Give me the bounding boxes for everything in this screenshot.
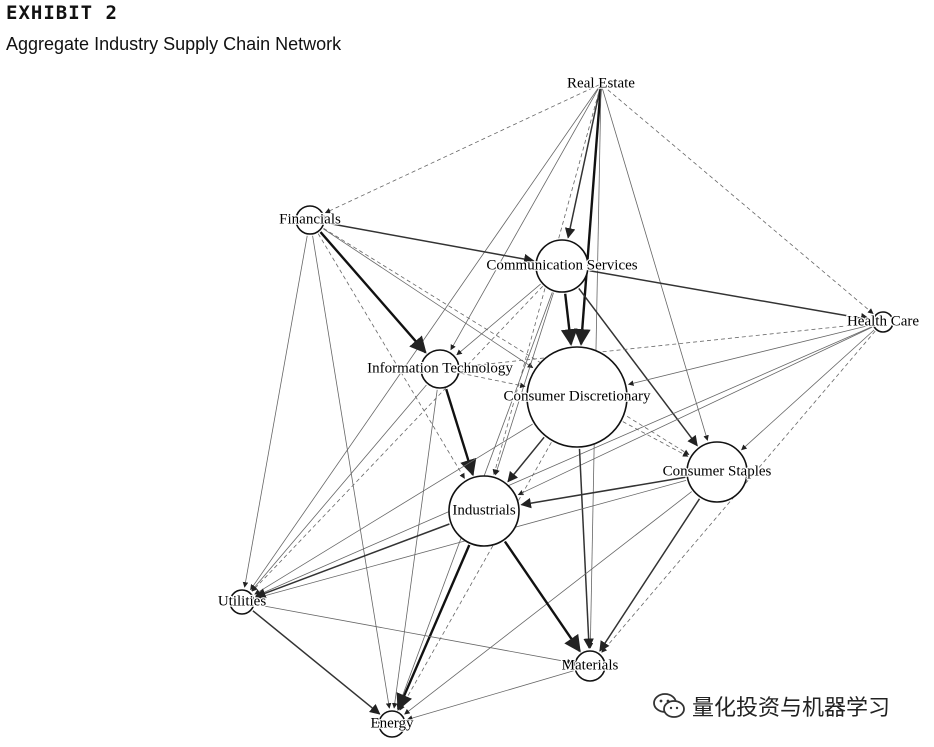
edge-consumer-discretionary-to-materials: [578, 448, 594, 650]
node-circle-health-care: [872, 311, 894, 333]
node-label-industrials: Industrials: [452, 502, 515, 518]
edge-consumer-discretionary-to-utilities: [254, 423, 533, 595]
edge-real-estate-to-consumer-staples: [601, 85, 709, 441]
edge-health-care-to-utilities: [255, 326, 873, 597]
wechat-icon: [652, 692, 686, 720]
edge-real-estate-to-health-care: [602, 84, 874, 314]
edge-health-care-to-information-technology: [461, 322, 872, 369]
edge-materials-to-energy: [406, 670, 574, 721]
node-circle-information-technology: [420, 349, 460, 389]
node-communication-services: Communication Services: [485, 239, 639, 293]
node-information-technology: Information Technology: [366, 349, 515, 389]
node-circle-financials: [295, 205, 325, 235]
edge-consumer-staples-to-materials: [599, 498, 701, 652]
node-label-health-care: Health Care: [847, 313, 919, 329]
edge-real-estate-to-financials: [324, 84, 600, 214]
node-circle-utilities: [229, 589, 255, 615]
node-real-estate: Real Estate: [566, 74, 637, 93]
node-label-utilities: Utilities: [218, 593, 266, 609]
edge-information-technology-to-utilities: [251, 384, 427, 592]
node-circle-industrials: [448, 475, 520, 547]
node-materials: Materials: [560, 650, 620, 682]
node-utilities: Utilities: [217, 589, 268, 615]
edge-utilities-to-materials: [255, 604, 573, 665]
node-label-consumer-discretionary: Consumer Discretionary: [503, 388, 651, 404]
edge-health-care-to-industrials: [517, 326, 873, 496]
edge-financials-to-information-technology: [319, 231, 427, 354]
exhibit-label: EXHIBIT 2: [6, 2, 118, 24]
edge-consumer-discretionary-to-industrials: [507, 436, 545, 483]
edge-information-technology-to-industrials: [445, 388, 477, 477]
edge-health-care-to-consumer-discretionary: [627, 324, 872, 386]
edge-financials-to-consumer-staples: [323, 228, 690, 455]
node-label-energy: Energy: [370, 715, 414, 731]
node-label-materials: Materials: [562, 657, 619, 673]
node-label-financials: Financials: [279, 211, 341, 227]
node-energy: Energy: [369, 710, 415, 738]
edge-financials-to-energy: [312, 235, 392, 709]
edge-communication-services-to-consumer-discretionary: [560, 293, 578, 346]
network-edges: [242, 84, 876, 721]
edge-financials-to-communication-services: [325, 222, 535, 265]
edge-real-estate-to-utilities: [250, 85, 601, 591]
node-circle-consumer-staples: [686, 441, 748, 503]
edge-financials-to-consumer-discretionary: [323, 228, 534, 369]
node-consumer-discretionary: Consumer Discretionary: [502, 346, 652, 448]
node-circle-energy: [378, 710, 406, 738]
node-financials: Financials: [278, 205, 342, 235]
node-circle-consumer-discretionary: [526, 346, 628, 448]
exhibit-title: Aggregate Industry Supply Chain Network: [6, 34, 342, 54]
node-circle-communication-services: [535, 239, 589, 293]
edge-real-estate-to-information-technology: [450, 85, 601, 351]
edge-information-technology-to-energy: [392, 389, 438, 709]
edge-consumer-discretionary-to-consumer-staples: [622, 421, 689, 457]
watermark: 量化投资与机器学习: [652, 690, 890, 722]
node-label-real-estate: Real Estate: [567, 75, 635, 91]
edge-information-technology-to-consumer-discretionary: [460, 372, 526, 389]
node-industrials: Industrials: [448, 475, 520, 547]
edge-communication-services-to-utilities: [251, 286, 543, 592]
edge-health-care-to-consumer-staples: [741, 329, 875, 451]
node-circle-materials: [574, 650, 606, 682]
node-label-communication-services: Communication Services: [486, 257, 637, 273]
edge-real-estate-to-communication-services: [564, 85, 602, 239]
node-label-consumer-staples: Consumer Staples: [663, 463, 772, 479]
edge-industrials-to-utilities: [255, 523, 450, 599]
node-health-care: Health Care: [846, 311, 921, 333]
edge-industrials-to-energy: [396, 544, 471, 711]
node-consumer-staples: Consumer Staples: [661, 441, 773, 503]
edge-communication-services-to-health-care: [589, 270, 872, 324]
node-label-information-technology: Information Technology: [367, 360, 513, 376]
watermark-text: 量化投资与机器学习: [692, 696, 891, 721]
edge-industrials-to-materials: [503, 540, 581, 653]
edge-consumer-discretionary-to-energy: [399, 442, 552, 711]
edge-financials-to-utilities: [242, 235, 308, 588]
edge-real-estate-to-consumer-discretionary: [573, 85, 602, 346]
edge-communication-services-to-information-technology: [456, 283, 541, 356]
edge-utilities-to-energy: [252, 610, 381, 715]
edge-financials-to-industrials: [317, 233, 465, 479]
edge-consumer-staples-to-industrials: [520, 476, 686, 509]
